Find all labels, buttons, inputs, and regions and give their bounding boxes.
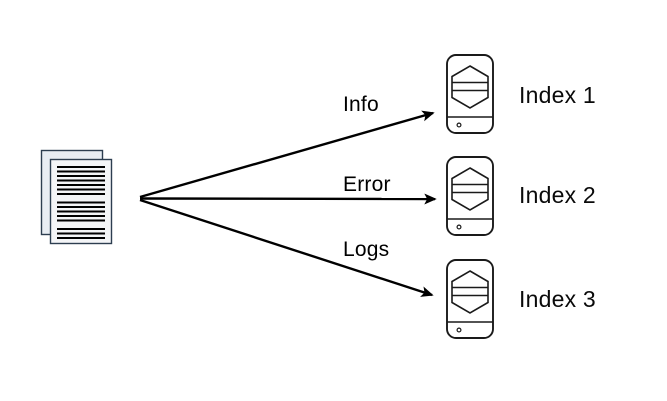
flow-label-error: Error [343,173,391,196]
server-hexagon [451,270,489,314]
document-text-lines [57,166,105,239]
index-label-1: Index 1 [519,82,596,108]
documents-icon [40,149,113,245]
flow-label-logs: Logs [343,238,390,261]
flow-arrow-info [139,110,435,199]
server-index-icon-3[interactable] [446,259,494,339]
flow-arrows [139,110,437,297]
server-hexagon [451,65,489,109]
server-led-dot [456,224,462,230]
server-index-icon-1[interactable] [446,54,494,134]
server-hexagon [451,167,489,211]
index-label-2: Index 2 [519,182,596,208]
index-label-3: Index 3 [519,286,596,312]
flow-label-info: Info [343,93,379,116]
flow-arrow-error [139,193,437,205]
flow-arrow-logs [139,198,434,297]
server-led-dot [456,122,462,128]
server-led-dot [456,327,462,333]
server-index-icon-2[interactable] [446,156,494,236]
